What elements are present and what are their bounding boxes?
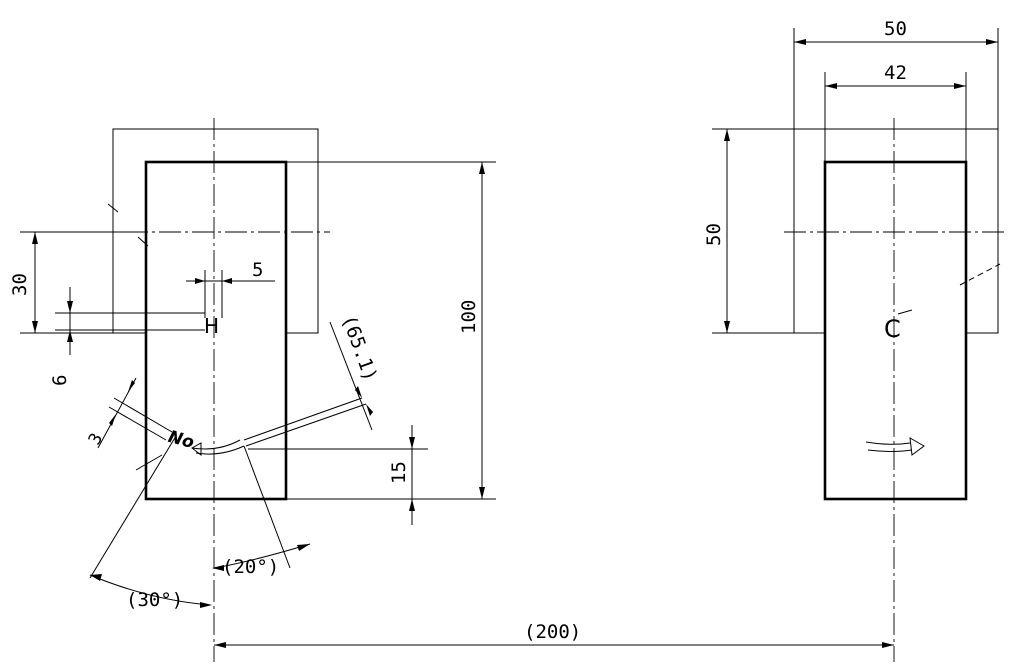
dim42-arrow-right	[954, 83, 966, 89]
dim50top-arrow-left	[794, 39, 806, 45]
right-curved-arrow-bottom	[867, 449, 913, 452]
dim200-label: (200)	[524, 621, 581, 643]
dim3-arrow-1	[128, 380, 135, 392]
angle20-ext	[243, 445, 291, 569]
dim200-arrow-right	[882, 642, 894, 648]
dim65-arrow-2	[366, 404, 373, 416]
dim30-arrow-bottom	[32, 321, 38, 333]
h-mark: H	[204, 314, 219, 338]
dim6-label: 6	[49, 375, 71, 386]
dim50v-arrow-bottom	[724, 321, 730, 333]
angle20-arrow-left	[212, 565, 224, 571]
angle20-arrow-right	[297, 544, 310, 551]
dim3-arrow-2	[109, 414, 116, 426]
dim15-label: 15	[388, 461, 410, 484]
dim65-ext-1	[243, 397, 363, 441]
dim50v-arrow-top	[724, 129, 730, 141]
angle30-ext	[89, 435, 177, 579]
dim15-arrow-bottom	[409, 499, 415, 511]
dim5-arrow-left	[195, 278, 205, 284]
dim50v-label: 50	[703, 223, 725, 246]
dim200-arrow-left	[214, 642, 226, 648]
right-curved-arrow-top	[865, 441, 911, 445]
dim30-label: 30	[9, 273, 31, 296]
dim3-ext-1	[113, 397, 173, 433]
left-view: H 5 30 6 100 15	[9, 118, 496, 662]
dim15-arrow-top	[409, 437, 415, 449]
dim50top-arrow-right	[986, 39, 998, 45]
dim100-arrow-bottom	[479, 487, 485, 499]
dim5-arrow-right	[222, 278, 232, 284]
dim42-arrow-left	[825, 83, 837, 89]
dim200: (200)	[214, 621, 894, 648]
angle30-tick	[135, 454, 163, 471]
dim3-ext-2	[108, 406, 167, 441]
dim3-label: 3	[85, 430, 107, 448]
dim42-label: 42	[884, 62, 907, 84]
dim65-arrow-1	[355, 386, 362, 398]
dim65-label: (65.1)	[337, 312, 381, 384]
c-mark-leader	[897, 309, 913, 315]
dim65-line	[329, 321, 373, 431]
right-diagonal-tick	[959, 263, 1001, 286]
angle30-arrow-left	[90, 574, 102, 581]
dim50top-label: 50	[884, 18, 907, 40]
dim6-arrow-bottom	[67, 330, 73, 342]
right-curved-arrowhead	[909, 437, 925, 456]
left-tick-2	[137, 236, 149, 247]
left-curved-arrowhead	[191, 442, 202, 457]
angle30-arrow-right	[200, 602, 212, 608]
right-main-body	[823, 160, 968, 501]
left-curved-arrow-bottom	[195, 445, 245, 455]
c-mark: C	[884, 315, 901, 343]
dim65-ext-2	[245, 403, 367, 447]
dim30-arrow-top	[32, 232, 38, 244]
dim6-arrow-top	[67, 301, 73, 313]
left-bracket-outline	[112, 128, 319, 334]
dim5-label: 5	[252, 259, 263, 281]
left-curved-arrow-top	[191, 439, 241, 450]
angle20-label: (20°)	[222, 556, 279, 578]
dim100-label: 100	[458, 300, 480, 334]
right-view: 50 42 50 C	[703, 18, 1008, 662]
angle30-arc	[89, 574, 211, 606]
dim100-arrow-top	[479, 162, 485, 174]
left-tick-1	[107, 203, 119, 213]
angle30-label: (30°)	[126, 589, 183, 611]
